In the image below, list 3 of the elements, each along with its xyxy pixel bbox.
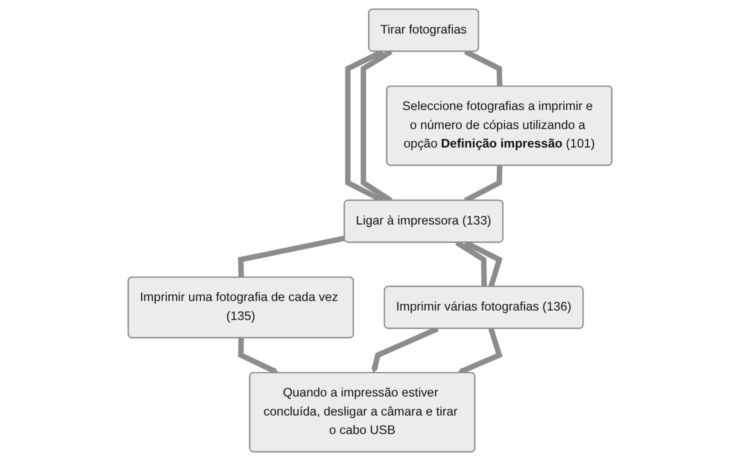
arrow (457, 328, 503, 374)
connector (238, 236, 346, 278)
arrow (238, 338, 279, 374)
